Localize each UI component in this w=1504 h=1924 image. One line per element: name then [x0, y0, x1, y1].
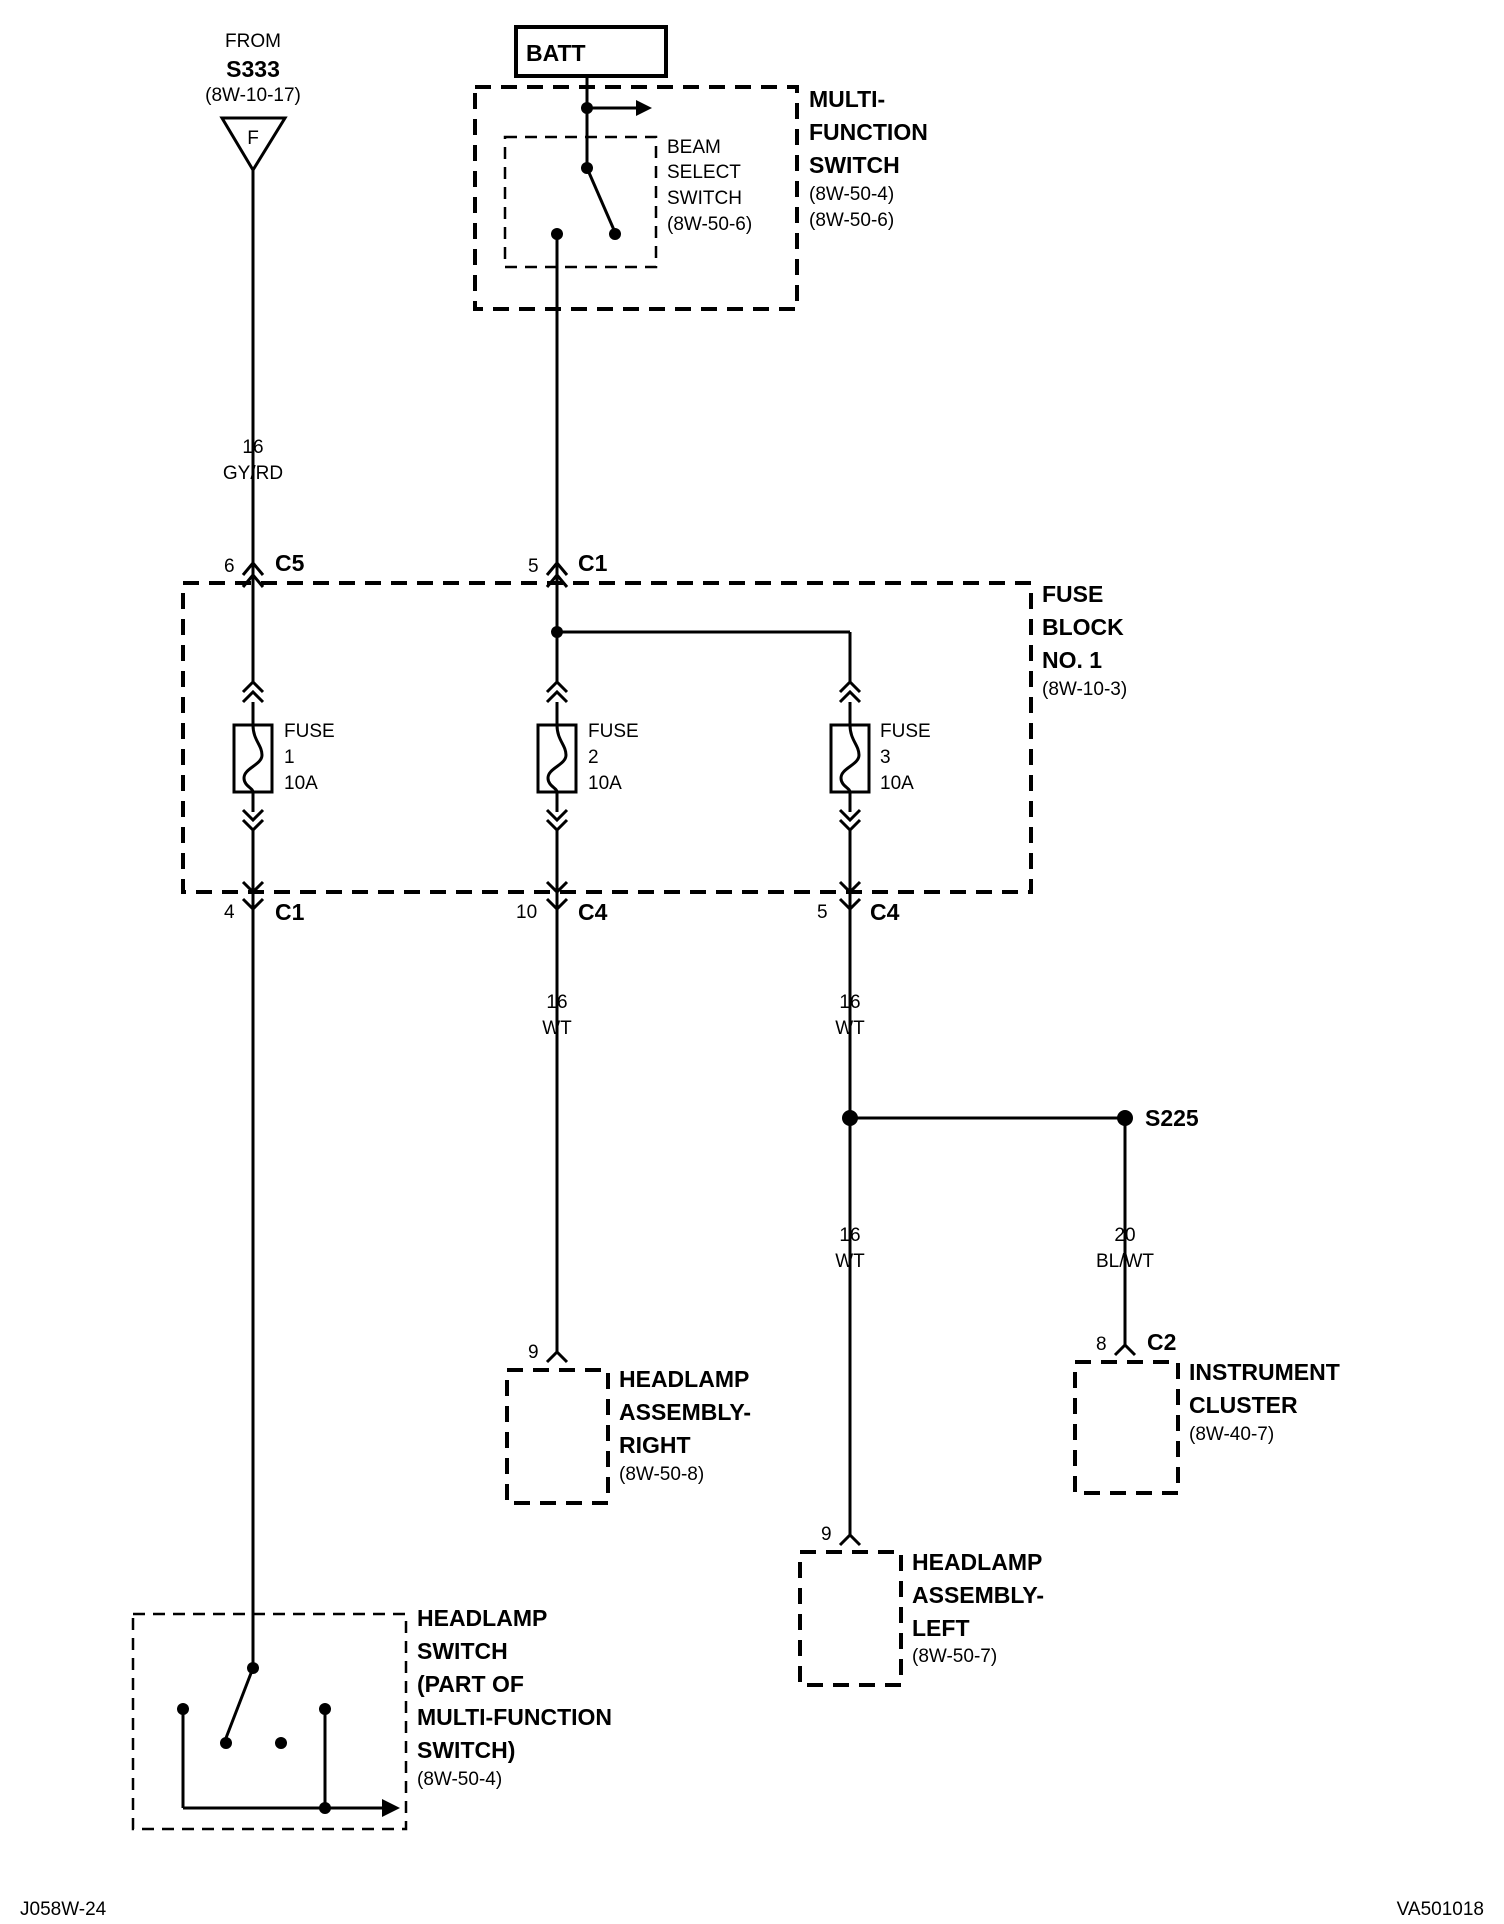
cluster-wire-color: BL/WT — [1096, 1251, 1154, 1272]
headlamp-right-connector — [545, 1349, 569, 1364]
headlamp-switch-line5: SWITCH) — [417, 1737, 515, 1763]
footer-right: VA501018 — [1397, 1899, 1484, 1920]
from-label: FROM — [225, 31, 281, 52]
beam-select-line3: SWITCH — [667, 188, 742, 209]
fuse1-label: FUSE — [284, 721, 335, 742]
fuse3-wire-gauge: 16 — [839, 992, 860, 1013]
headlamp-left-connector — [838, 1532, 862, 1547]
connector-letter: F — [247, 128, 259, 149]
beam-select-line2: SELECT — [667, 162, 741, 183]
headlamp-switch-line2: SWITCH — [417, 1638, 508, 1664]
mfs-ref1: (8W-50-4) — [809, 184, 894, 205]
c4-out-a-name: C4 — [578, 899, 608, 925]
beam-select-ref: (8W-50-6) — [667, 214, 752, 235]
c1-out-pin: 4 — [224, 902, 235, 923]
instrument-cluster-box — [1073, 1360, 1180, 1495]
headlamp-left-pin: 9 — [821, 1524, 832, 1545]
headlamp-left-line3: LEFT — [912, 1615, 970, 1641]
cluster-connector-name: C2 — [1147, 1329, 1176, 1355]
s333-ref: (8W-10-17) — [205, 85, 301, 106]
cluster-ref: (8W-40-7) — [1189, 1424, 1274, 1445]
right-wire-gauge: 16 — [546, 992, 567, 1013]
c1-in-pin: 5 — [528, 556, 539, 577]
headlamp-switch-internals — [177, 1662, 400, 1817]
c4-out-b-pin: 5 — [817, 902, 828, 923]
multi-function-switch-box — [473, 85, 799, 311]
headlamp-right-ref: (8W-50-8) — [619, 1464, 704, 1485]
fuse-block-box — [181, 581, 1033, 894]
headlamp-right-pin: 9 — [528, 1342, 539, 1363]
headlamp-left-line1: HEADLAMP — [912, 1549, 1042, 1575]
fuse2-number: 2 — [588, 747, 599, 768]
headlamp-right-line1: HEADLAMP — [619, 1366, 749, 1392]
fuse3-rating: 10A — [880, 773, 914, 794]
c5-pin: 6 — [224, 556, 235, 577]
headlamp-right-line3: RIGHT — [619, 1432, 691, 1458]
left-wire-gauge: 16 — [839, 1225, 860, 1246]
fuse-2 — [536, 679, 578, 895]
headlamp-left-ref: (8W-50-7) — [912, 1646, 997, 1667]
fuse1-rating: 10A — [284, 773, 318, 794]
cluster-wire-gauge: 20 — [1114, 1225, 1135, 1246]
mfs-ref2: (8W-50-6) — [809, 210, 894, 231]
c4-out-b-name: C4 — [870, 899, 900, 925]
beam-select-switch — [551, 76, 652, 240]
fuse3-wire-color: WT — [835, 1018, 865, 1039]
connector-triangle — [219, 116, 288, 173]
cluster-line2: CLUSTER — [1189, 1392, 1298, 1418]
headlamp-switch-box — [131, 1612, 408, 1831]
fuse3-label: FUSE — [880, 721, 931, 742]
fuse3-number: 3 — [880, 747, 891, 768]
fuse-block-title1: FUSE — [1042, 581, 1103, 607]
headlamp-right-box — [505, 1368, 610, 1505]
headlamp-switch-line4: MULTI-FUNCTION — [417, 1704, 612, 1730]
footer-left: J058W-24 — [20, 1899, 107, 1920]
c4-out-a-pin: 10 — [516, 902, 537, 923]
connector-c1-input — [545, 560, 852, 683]
batt-label: BATT — [526, 40, 586, 66]
cluster-connector — [1113, 1342, 1137, 1357]
mfs-title-line1: MULTI- — [809, 86, 885, 112]
fuse-block-ref: (8W-10-3) — [1042, 679, 1127, 700]
beam-select-switch-box — [503, 135, 658, 269]
fuse2-label: FUSE — [588, 721, 639, 742]
headlamp-switch-line3: (PART OF — [417, 1671, 524, 1697]
mfs-title-line2: FUNCTION — [809, 119, 928, 145]
headlamp-right-line2: ASSEMBLY- — [619, 1399, 751, 1425]
mfs-title-line3: SWITCH — [809, 152, 900, 178]
right-wire-color: WT — [542, 1018, 572, 1039]
source-s333: FROM S333 (8W-10-17) F — [205, 31, 301, 173]
source-wire-gauge: 16 — [242, 437, 263, 458]
beam-select-line1: BEAM — [667, 137, 721, 158]
fuse-block-title2: BLOCK — [1042, 614, 1124, 640]
fuse-3 — [829, 679, 871, 895]
splice-s333-label: S333 — [226, 56, 280, 82]
batt-box — [514, 25, 668, 78]
splice-s225-label: S225 — [1145, 1105, 1199, 1131]
source-wire-color: GY/RD — [223, 463, 283, 484]
c1-in-name: C1 — [578, 550, 608, 576]
c1-out-name: C1 — [275, 899, 305, 925]
fuse-1 — [232, 679, 274, 895]
fuse1-number: 1 — [284, 747, 295, 768]
headlamp-left-box — [798, 1550, 903, 1687]
headlamp-switch-line1: HEADLAMP — [417, 1605, 547, 1631]
fuse-block-title3: NO. 1 — [1042, 647, 1102, 673]
fuse2-rating: 10A — [588, 773, 622, 794]
left-wire-color: WT — [835, 1251, 865, 1272]
cluster-line1: INSTRUMENT — [1189, 1359, 1340, 1385]
headlamp-left-line2: ASSEMBLY- — [912, 1582, 1044, 1608]
cluster-pin: 8 — [1096, 1334, 1107, 1355]
c5-name: C5 — [275, 550, 305, 576]
connector-c5-input — [241, 560, 265, 683]
headlamp-switch-ref: (8W-50-4) — [417, 1769, 502, 1790]
